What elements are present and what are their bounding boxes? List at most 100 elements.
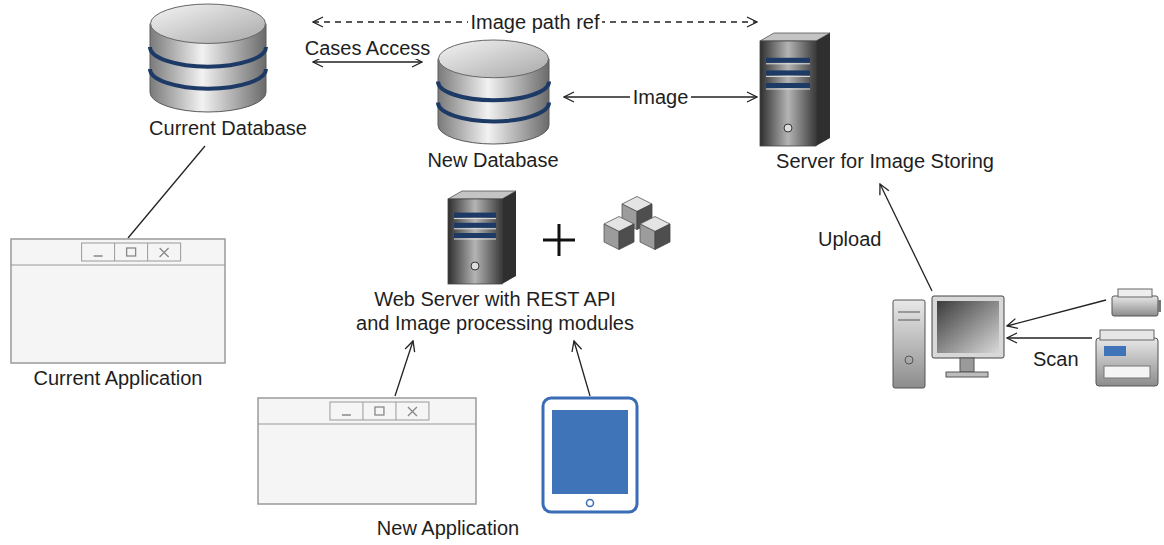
window-frame	[258, 398, 476, 504]
icon-group	[258, 398, 637, 512]
tablet-button	[586, 500, 593, 507]
cylinder-band	[438, 103, 549, 122]
server-button	[471, 262, 479, 270]
node-label: Current Database	[149, 116, 307, 140]
computer-tower	[893, 300, 925, 388]
node-icon	[436, 38, 551, 146]
tablet-screen	[552, 410, 628, 494]
window-title-bar	[11, 264, 225, 265]
node-label: New Application	[377, 516, 519, 540]
application-node: New Application	[253, 396, 643, 545]
connector	[574, 341, 590, 396]
cylinder-band	[150, 47, 266, 67]
node-icon	[447, 190, 687, 285]
cylinder-band	[150, 69, 266, 89]
node-label: Web Server with REST API and Image proce…	[325, 287, 665, 335]
close-symbol	[160, 248, 169, 257]
printer-side	[1158, 300, 1161, 312]
server-node: Server for Image Storing	[757, 32, 1013, 179]
icon-group	[11, 239, 225, 363]
icon-group	[760, 33, 830, 146]
cube-right	[655, 224, 670, 250]
application-node: Current Application	[7, 238, 229, 396]
connector-label: Image path ref	[468, 11, 603, 33]
window-divider	[114, 243, 115, 261]
node-icon	[148, 2, 268, 114]
monitor-screen	[937, 301, 999, 353]
monitor-base	[946, 372, 988, 377]
window-frame	[11, 239, 225, 363]
upload-arrow	[880, 184, 932, 291]
server-bay-light	[454, 228, 496, 229]
connector	[313, 61, 422, 62]
node-label: New Database	[427, 148, 558, 172]
server-bay	[454, 233, 496, 238]
tablet-body	[543, 398, 637, 512]
icon-group	[448, 191, 670, 284]
power-button	[905, 356, 913, 364]
database-node: New Database	[422, 38, 564, 178]
scanner-tray	[1104, 366, 1150, 378]
web-server-node: Web Server with REST API and Image proce…	[300, 190, 690, 341]
maximize-symbol	[374, 407, 383, 415]
window-divider	[147, 243, 148, 261]
server-bay	[454, 213, 496, 218]
annotation-label: Upload	[815, 228, 884, 250]
annotation-label: Scan	[1030, 348, 1082, 370]
minimize-symbol	[94, 255, 103, 257]
server-bay-light	[454, 218, 496, 219]
cylinder-top	[438, 40, 548, 78]
cylinder-band	[438, 81, 549, 100]
server-side	[502, 191, 516, 284]
node-label: Current Application	[34, 366, 203, 390]
scan-arrow	[1007, 300, 1106, 326]
drive-slot	[898, 320, 920, 321]
icon-group	[438, 40, 549, 144]
cube-right	[619, 224, 634, 250]
cube-left	[604, 224, 619, 250]
node-icon	[759, 32, 831, 147]
database-node: Current Database	[143, 2, 313, 146]
maximize-symbol	[127, 248, 136, 256]
scanner-panel	[1104, 346, 1126, 356]
cube-left	[640, 224, 655, 250]
node-icon	[256, 396, 641, 514]
connector	[128, 146, 205, 238]
window-divider	[362, 402, 363, 420]
server-front	[448, 199, 502, 284]
printer-paper	[1118, 289, 1152, 297]
window-buttons	[329, 402, 428, 420]
server-bay	[766, 83, 810, 88]
window-title-bar	[258, 423, 476, 424]
connector-label: Cases Access	[302, 37, 434, 59]
monitor	[932, 296, 1004, 358]
plus-sign	[543, 224, 575, 256]
icon-group	[150, 4, 266, 112]
server-bay-light	[766, 63, 810, 64]
server-bay-light	[766, 76, 810, 77]
server-button	[784, 124, 792, 132]
close-symbol	[407, 407, 416, 416]
drive-slot	[898, 312, 920, 313]
server-side	[816, 33, 830, 146]
server-front	[760, 41, 816, 146]
node-icon	[10, 238, 226, 364]
server-bay-light	[454, 239, 496, 240]
window-divider	[395, 402, 396, 420]
server-bay	[454, 223, 496, 228]
server-bay	[766, 58, 810, 63]
server-bay-light	[766, 89, 810, 90]
minimize-symbol	[341, 414, 350, 416]
connector	[395, 341, 413, 396]
printer	[1112, 296, 1158, 316]
scan-arrow	[1007, 337, 1092, 338]
server-bay	[766, 70, 810, 75]
node-label: Server for Image Storing	[776, 149, 994, 173]
scanner-lid	[1100, 330, 1154, 340]
window-buttons	[82, 243, 181, 261]
connector-label: Image	[630, 86, 692, 108]
monitor-stand	[960, 358, 974, 372]
